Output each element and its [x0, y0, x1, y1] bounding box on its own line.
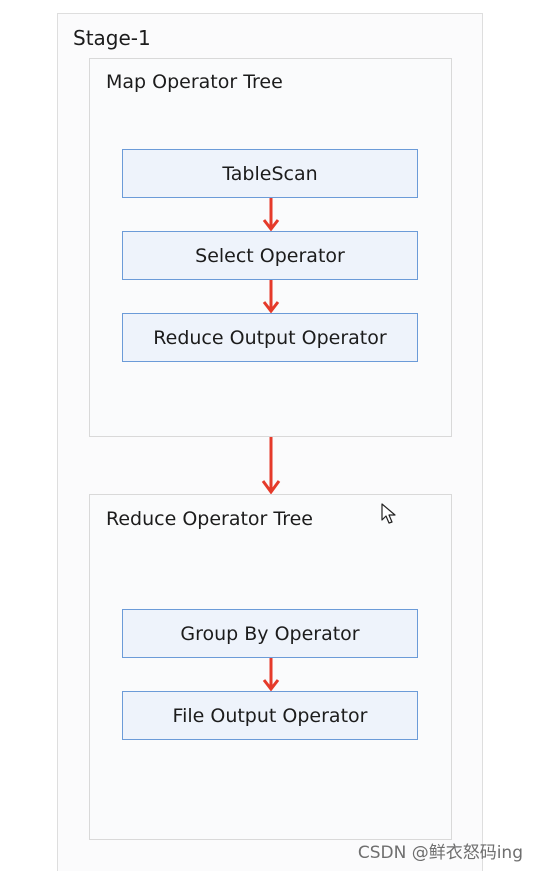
- operator-group-by: Group By Operator: [122, 609, 418, 658]
- arrow-down-icon: [262, 198, 280, 232]
- map-tree-title: Map Operator Tree: [106, 71, 283, 93]
- operator-tablescan: TableScan: [122, 149, 418, 198]
- operator-reduce-output: Reduce Output Operator: [122, 313, 418, 362]
- operator-file-output: File Output Operator: [122, 691, 418, 740]
- arrow-down-icon: [262, 280, 280, 314]
- watermark: CSDN @鲜衣怒码ing: [357, 843, 523, 863]
- operator-select: Select Operator: [122, 231, 418, 280]
- stage-title: Stage-1: [73, 26, 151, 50]
- mouse-cursor-icon: [381, 503, 396, 524]
- arrow-down-icon: [261, 437, 281, 495]
- reduce-tree-title: Reduce Operator Tree: [106, 508, 313, 530]
- arrow-down-icon: [262, 658, 280, 692]
